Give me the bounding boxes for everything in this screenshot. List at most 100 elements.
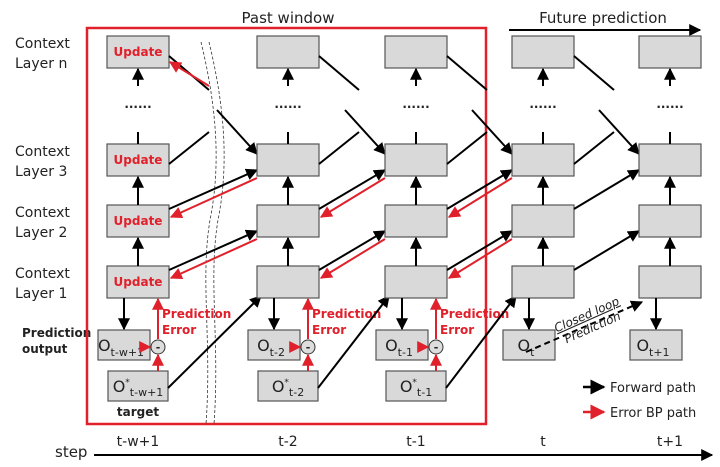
forward-diagonal-arrow	[318, 169, 387, 210]
prediction-error-label-1: Prediction	[312, 307, 381, 321]
context-node-3-1	[511, 143, 575, 177]
step-axis-label: step	[55, 443, 87, 461]
step-label-4: t+1	[657, 434, 683, 450]
prediction-error-label-1: Prediction	[162, 307, 231, 321]
context-node-1-2	[256, 204, 320, 238]
error-bp-diagonal-arrow	[447, 177, 513, 218]
past-window-title: Past window	[242, 9, 335, 27]
output-label-3: Ot	[518, 336, 536, 359]
context-node-1-0	[256, 35, 320, 69]
output-node-0	[97, 329, 151, 361]
closed-loop-label: Closed loop Prediction	[552, 294, 623, 346]
step-label-2: t-1	[406, 434, 425, 450]
target-node-2	[385, 370, 447, 402]
context-node-1-3	[256, 265, 320, 299]
minus-symbol: -	[434, 341, 439, 354]
context-node-1-1	[256, 143, 320, 177]
prediction-error-label-2: Error	[440, 323, 474, 337]
error-bp-arrow-layer-n	[168, 61, 210, 87]
prediction-output-label-2: output	[22, 342, 68, 356]
ellipsis: ......	[124, 97, 151, 111]
context-node-0-1	[106, 143, 170, 177]
forward-diagonal-arrow	[344, 109, 386, 155]
layer-2-label-1: Context	[15, 205, 70, 221]
context-node-3-2	[511, 204, 575, 238]
forward-stub	[318, 55, 360, 91]
legend-forward-label: Forward path	[610, 381, 696, 396]
context-node-2-3	[384, 265, 448, 299]
target-label-2: O*t-1	[400, 377, 432, 399]
context-node-3-3	[511, 265, 575, 299]
target-label: target	[117, 405, 159, 419]
ellipsis: ......	[529, 97, 556, 111]
forward-stub	[573, 55, 615, 91]
update-label: Update	[114, 214, 163, 228]
output-node-2	[375, 329, 429, 361]
output-label-1: Ot-2	[257, 336, 285, 359]
output-node-1	[247, 329, 301, 361]
update-label: Update	[114, 153, 163, 167]
layer-1-label-1: Context	[15, 266, 70, 282]
layer-1-label-2: Layer 1	[15, 286, 67, 302]
prediction-error-label-2: Error	[162, 323, 196, 337]
forward-stub	[446, 131, 488, 165]
update-label: Update	[114, 275, 163, 289]
ellipsis: ......	[274, 97, 301, 111]
forward-stub	[573, 131, 615, 165]
context-node-0-0	[106, 35, 170, 69]
layer-labels: Context Layer n Context Layer 3 Context …	[15, 36, 91, 356]
minus-symbol: -	[156, 341, 161, 354]
forward-diagonal-arrow	[168, 229, 259, 271]
break-line-left	[200, 41, 217, 425]
context-node-4-2	[638, 204, 702, 238]
context-node-4-3	[638, 265, 702, 299]
error-bp-diagonal-arrow	[169, 238, 258, 280]
target-label-1: O*t-2	[272, 377, 304, 399]
break-line-right	[208, 41, 225, 425]
target-label-0: O*t-w+1	[113, 377, 164, 399]
legend: Forward path Error BP path	[583, 379, 696, 421]
minus-symbol: -	[306, 341, 311, 354]
error-bp-diagonal-arrow	[319, 238, 386, 279]
output-label-2: Ot-1	[385, 336, 413, 359]
forward-diagonal-arrow	[573, 230, 641, 271]
update-label: Update	[114, 45, 163, 59]
prediction-error-label-2: Error	[312, 323, 346, 337]
layer-3-label-2: Layer 3	[15, 164, 67, 180]
closed-loop-arrow	[525, 300, 644, 353]
error-bp-diagonal-arrow	[447, 238, 513, 279]
error-bp-diagonal-arrow	[319, 177, 386, 218]
context-node-0-3	[106, 265, 170, 299]
error-bp-diagonal-arrow	[169, 177, 258, 219]
ellipsis: ......	[402, 97, 429, 111]
legend-error-label: Error BP path	[610, 406, 696, 421]
step-label-0: t-w+1	[117, 434, 160, 450]
prediction-output-label-1: Prediction	[22, 326, 91, 340]
forward-diagonal-arrow	[471, 109, 513, 155]
target-forward-arrow	[445, 295, 517, 389]
layer-3-label-1: Context	[15, 144, 70, 160]
target-node-0	[107, 370, 169, 402]
context-node-4-1	[638, 143, 702, 177]
output-node-4	[629, 329, 683, 361]
step-label-1: t-2	[278, 434, 297, 450]
network-grid: UpdateUpdateUpdateUpdate......Ot-w+1O*t-…	[97, 35, 702, 419]
context-node-4-0	[638, 35, 702, 69]
target-node-1	[257, 370, 319, 402]
context-node-2-1	[384, 143, 448, 177]
forward-diagonal-arrow	[446, 169, 514, 210]
context-node-2-0	[384, 35, 448, 69]
step-label-3: t	[540, 434, 546, 450]
output-label-0: Ot-w+1	[98, 336, 144, 359]
target-forward-arrow	[317, 295, 390, 389]
output-node-3	[502, 329, 556, 361]
future-prediction-title: Future prediction	[539, 9, 667, 27]
forward-stub	[168, 131, 210, 165]
target-forward-arrow	[167, 295, 262, 389]
past-window-frame	[85, 26, 488, 426]
forward-diagonal-arrow	[168, 168, 259, 210]
ellipsis: ......	[656, 97, 683, 111]
forward-diagonal-arrow	[573, 169, 641, 210]
forward-diagonal-arrow	[216, 109, 258, 155]
output-label-4: Ot+1	[636, 336, 669, 359]
